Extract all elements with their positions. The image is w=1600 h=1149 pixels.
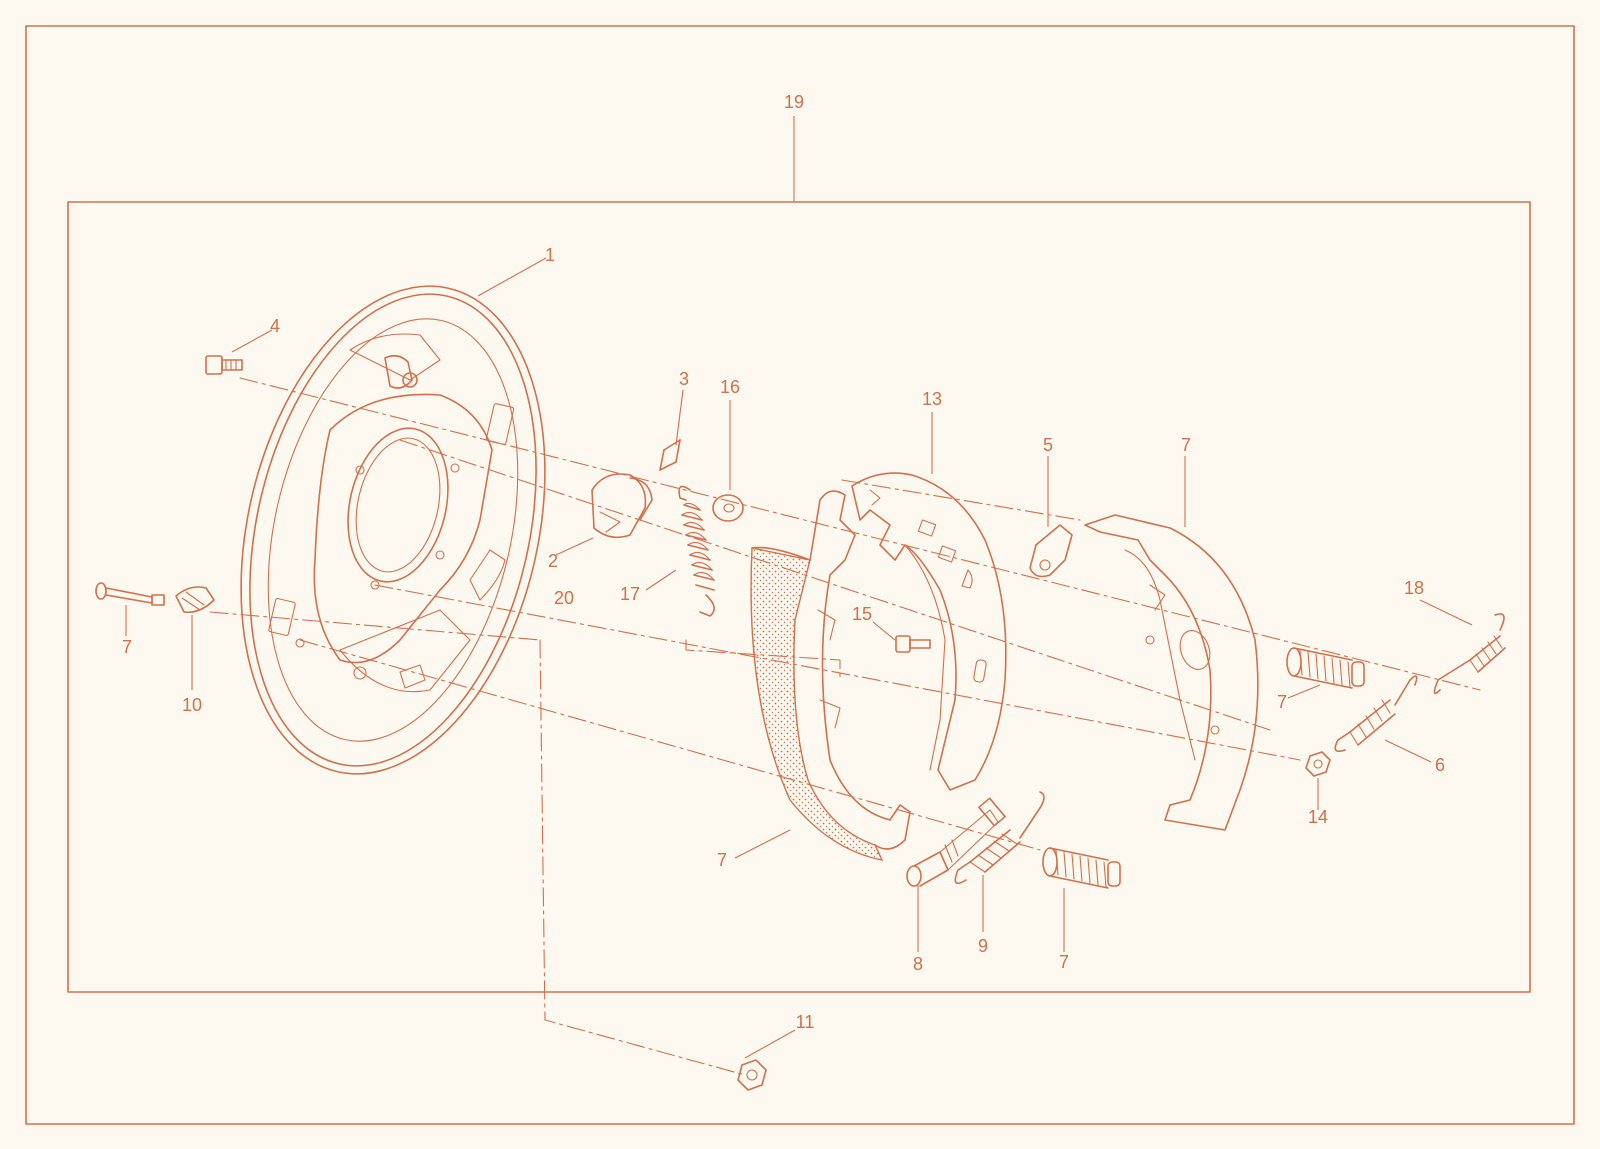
- spring-18: [1433, 613, 1506, 695]
- label-14: 14: [1308, 807, 1328, 827]
- callout-labels: 19 1 4 3 16 13 5 7 2 20 17 15 18 7 6 14 …: [122, 92, 1445, 1032]
- assembly-frame: [67, 201, 1531, 993]
- alignment-axes: [209, 377, 1481, 1076]
- label-10: 10: [182, 695, 202, 715]
- label-20: 20: [554, 588, 574, 608]
- label-1: 1: [545, 245, 555, 265]
- label-3: 3: [679, 369, 689, 389]
- spring-6: [1334, 675, 1418, 753]
- bracket: [1029, 524, 1073, 578]
- leader-lines: [125, 257, 1473, 1059]
- nut-11: [737, 1059, 767, 1091]
- retainer-cup: [175, 586, 215, 614]
- hold-down-pin: [95, 582, 165, 606]
- adjuster-screw: [906, 797, 1006, 887]
- label-2: 2: [548, 551, 558, 571]
- label-7-front-shoe: 7: [717, 850, 727, 870]
- label-18: 18: [1404, 578, 1424, 598]
- label-8: 8: [913, 954, 923, 974]
- nut-14: [1305, 751, 1331, 777]
- brake-shoe-front: [750, 490, 911, 861]
- label-16: 16: [720, 377, 740, 397]
- wheel-cylinder: [591, 473, 653, 539]
- washer: [712, 494, 744, 522]
- label-6: 6: [1435, 755, 1445, 775]
- label-5: 5: [1043, 435, 1053, 455]
- coil-spring-right: [1286, 647, 1365, 689]
- label-9: 9: [978, 936, 988, 956]
- backing-plate: [240, 285, 546, 775]
- bolt-15: [895, 635, 931, 653]
- label-4: 4: [270, 316, 280, 336]
- label-7-pin: 7: [122, 637, 132, 657]
- outer-frame: [25, 25, 1575, 1125]
- return-spring-17: [678, 485, 715, 617]
- label-7-spring-right: 7: [1277, 692, 1287, 712]
- label-7-rear-shoe: 7: [1181, 435, 1191, 455]
- label-11: 11: [796, 1012, 815, 1032]
- label-7-spring-bottom: 7: [1059, 952, 1069, 972]
- brake-shoe-web: [851, 472, 1007, 791]
- coil-spring-bottom: [1042, 847, 1121, 889]
- brake-shoe-rear: [1084, 514, 1259, 831]
- label-15: 15: [852, 604, 872, 624]
- adjusting-pin: [659, 439, 681, 471]
- bolt-4: [205, 355, 243, 375]
- return-spring-9: [954, 791, 1045, 885]
- label-17: 17: [620, 584, 640, 604]
- label-13: 13: [922, 389, 942, 409]
- label-19: 19: [784, 92, 804, 112]
